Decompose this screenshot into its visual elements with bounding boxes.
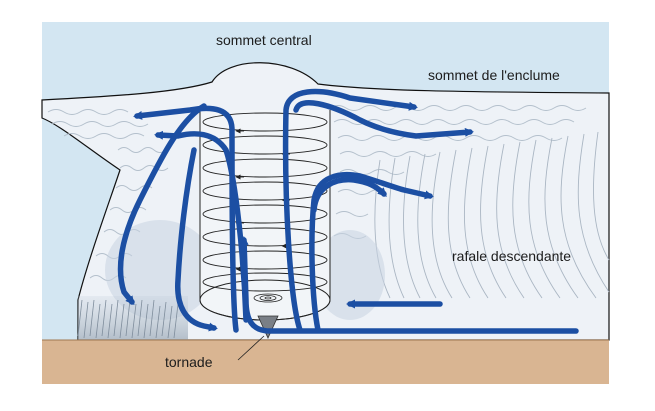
label-anvil-top: sommet de l'enclume xyxy=(428,67,560,83)
updraft-right-outflow xyxy=(282,88,418,333)
rotation-spiral xyxy=(202,112,328,292)
tornado-funnel xyxy=(257,315,279,339)
tornado-leader-line xyxy=(237,335,265,361)
rear-downdraft-inner xyxy=(175,147,218,332)
downdraft-streamlines xyxy=(374,131,610,299)
updraft-left-down xyxy=(154,130,249,323)
label-downdraft: rafale descendante xyxy=(452,248,572,264)
updraft-left-outflow xyxy=(133,105,239,333)
airflow-arrows xyxy=(117,88,579,334)
updraft-right-second xyxy=(293,100,474,139)
mist-right xyxy=(315,230,385,320)
downdraft-loop xyxy=(311,176,387,213)
rear-downdraft-left xyxy=(117,103,207,306)
rain-streaks xyxy=(77,299,179,339)
ground xyxy=(42,340,609,384)
label-tornado: tornade xyxy=(165,354,213,370)
downdraft-arrow xyxy=(309,171,434,333)
mist-left xyxy=(105,220,215,320)
label-central-top: sommet central xyxy=(216,32,312,48)
base-vortex xyxy=(253,293,283,303)
